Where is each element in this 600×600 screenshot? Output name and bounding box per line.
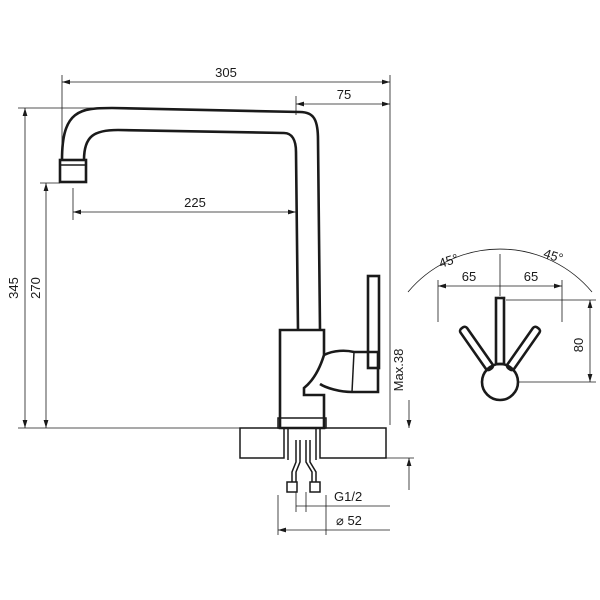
dim-225: 225 — [184, 195, 206, 210]
top-view-dimensions: 45° 45° 65 65 80 — [407, 246, 596, 383]
lever-right — [505, 325, 542, 372]
dim-g12: G1/2 — [334, 489, 362, 504]
hose-right — [305, 440, 313, 482]
dim-270: 270 — [28, 277, 43, 299]
dim-d52: ⌀ 52 — [336, 513, 362, 528]
cartridge-line — [351, 351, 355, 393]
faucet-side-view — [58, 106, 387, 493]
countertop-right — [319, 427, 387, 459]
hose-fitting-right — [309, 481, 321, 493]
dim-80: 80 — [571, 338, 586, 352]
aerator — [58, 158, 88, 184]
spout-outer-contour — [60, 106, 322, 331]
base-collar — [277, 417, 327, 429]
dim-max38: Max.38 — [391, 349, 406, 392]
hose-fitting-left — [286, 481, 298, 493]
dim-305: 305 — [215, 65, 237, 80]
dim-angle-left: 45° — [437, 251, 460, 271]
dim-65-right: 65 — [524, 269, 538, 284]
handle-cartridge — [319, 349, 380, 394]
hose-left-b — [295, 440, 301, 482]
dim-65-left: 65 — [462, 269, 476, 284]
lever-center — [494, 296, 506, 366]
dim-75: 75 — [337, 87, 351, 102]
handle-top-view — [458, 296, 542, 402]
handle-lever — [366, 274, 381, 370]
hose-left — [291, 440, 297, 482]
hose-right-b — [309, 440, 317, 482]
faucet-body — [278, 328, 326, 430]
lever-left — [458, 325, 495, 372]
dim-arc-45 — [407, 248, 593, 293]
dim-angle-right: 45° — [542, 246, 565, 266]
side-view-dimensions: 305 75 225 345 270 Max.38 G1/2 ⌀ 52 — [6, 65, 414, 535]
countertop-left — [239, 427, 285, 459]
spout-inner-contour — [82, 128, 300, 331]
dim-345: 345 — [6, 277, 21, 299]
